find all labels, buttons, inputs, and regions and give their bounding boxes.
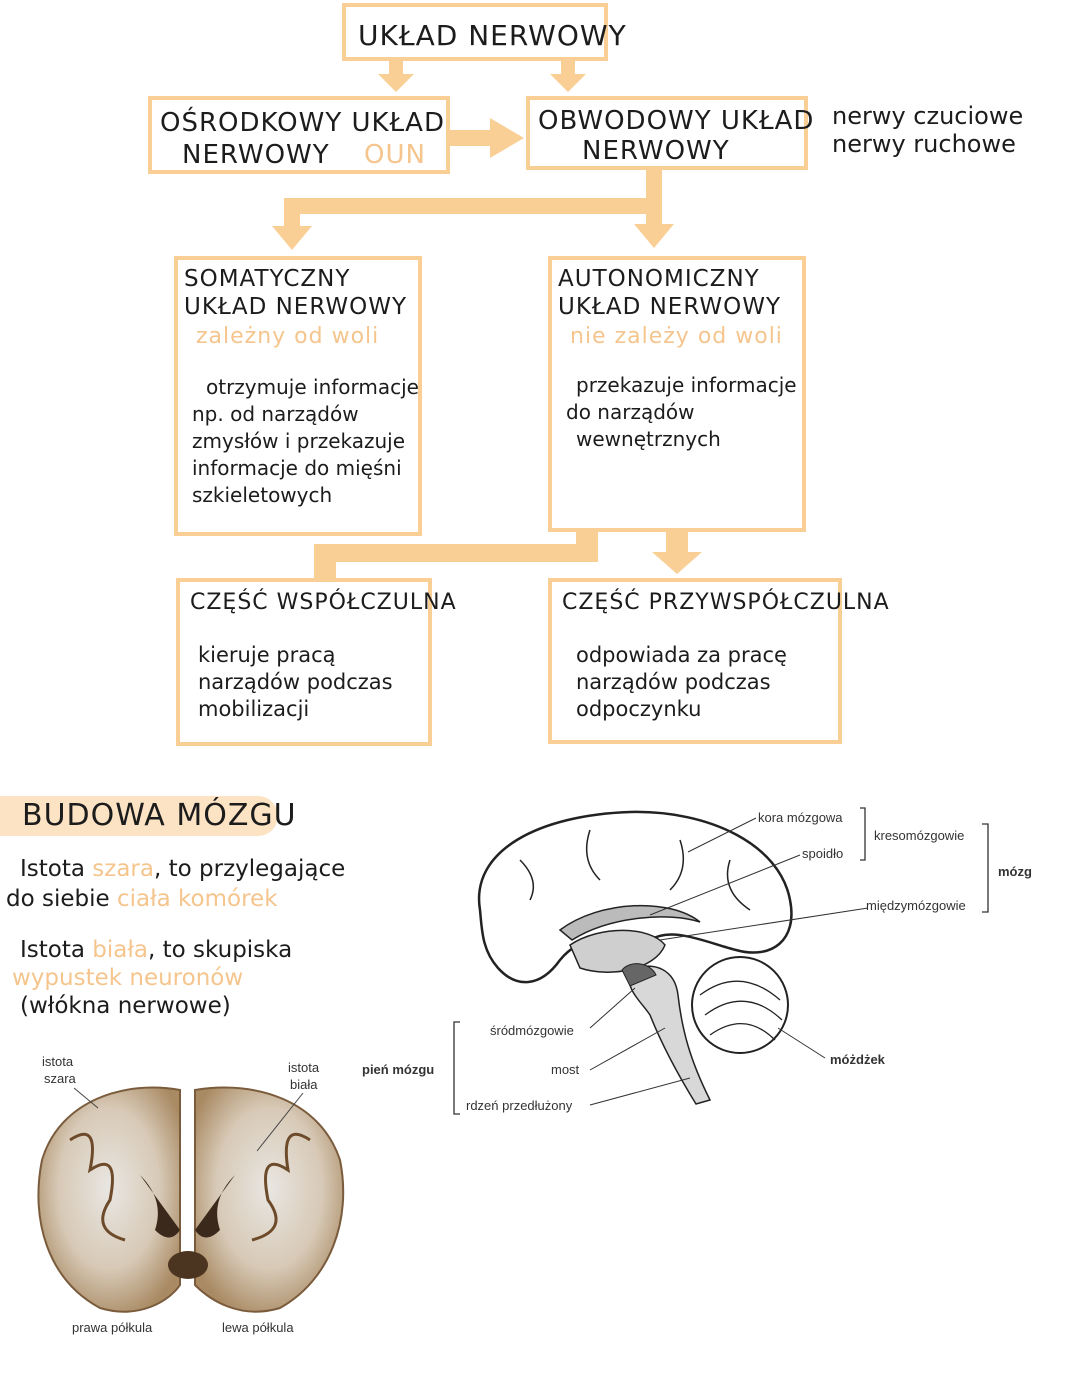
central-abbr: OUN bbox=[364, 140, 426, 170]
grey-matter-note: Istota szara, to przylegające do siebie … bbox=[6, 854, 346, 914]
photo-label-grey-2: szara bbox=[44, 1071, 76, 1086]
arrow-central-peripheral bbox=[450, 118, 524, 158]
central-nervous-box: OŚRODKOWY UKŁAD NERWOWY OUN bbox=[148, 96, 450, 174]
peripheral-nervous-box: OBWODOWY UKŁAD NERWOWY bbox=[526, 96, 813, 170]
photo-label-white-1: istota bbox=[288, 1060, 320, 1075]
white-word-a: Istota bbox=[20, 937, 85, 963]
somatic-body: otrzymuje informacje np. od narządów zmy… bbox=[192, 374, 422, 509]
heading-highlight bbox=[0, 796, 278, 836]
grey-word-d: do siebie bbox=[6, 886, 110, 912]
central-line1: OŚRODKOWY UKŁAD bbox=[160, 108, 445, 138]
somatic-body-line: szkieletowych bbox=[192, 483, 333, 507]
diagram-label-pons: most bbox=[551, 1062, 580, 1077]
somatic-body-line: otrzymuje informacje bbox=[206, 375, 419, 399]
peripheral-line1: OBWODOWY UKŁAD bbox=[538, 106, 815, 136]
autonomic-body: przekazuje informacje do narządów wewnęt… bbox=[566, 372, 806, 453]
sympathetic-title: CZĘŚĆ WSPÓŁCZULNA bbox=[190, 590, 457, 615]
white-matter-note: Istota biała, to skupiska wypustek neuro… bbox=[12, 936, 293, 1020]
grey-word-a: Istota bbox=[20, 856, 85, 882]
nerve-motor: nerwy ruchowe bbox=[832, 130, 1016, 158]
sympathetic-body: kieruje pracą narządów podczas mobilizac… bbox=[198, 642, 430, 723]
parasympathetic-body-line: odpoczynku bbox=[576, 697, 702, 721]
brain-coronal-photo bbox=[37, 1086, 345, 1313]
diagram-label-brain: mózg bbox=[998, 864, 1032, 879]
grey-word-c: , to przylegające bbox=[153, 856, 346, 882]
peripheral-line2: NERWOWY bbox=[582, 136, 730, 166]
autonomic-body-line: przekazuje informacje bbox=[576, 373, 797, 397]
white-word-b: biała bbox=[92, 937, 148, 963]
photo-leader-white bbox=[256, 1092, 304, 1152]
diagram-label-diencephalon: międzymózgowie bbox=[866, 898, 966, 913]
diagram-label-midbrain: śródmózgowie bbox=[490, 1023, 574, 1038]
photo-label-right: prawa półkula bbox=[72, 1320, 153, 1335]
autonomic-box: AUTONOMICZNY UKŁAD NERWOWY nie zależy od… bbox=[548, 256, 806, 532]
parasympathetic-box: CZĘŚĆ PRZYWSPÓŁCZULNA odpowiada za pracę… bbox=[548, 578, 889, 744]
somatic-body-line: informacje do mięśni bbox=[192, 456, 402, 480]
arrow-root-peripheral bbox=[550, 60, 586, 92]
arrow-autonomic-parts bbox=[314, 530, 702, 584]
diagram-label-medulla: rdzeń przedłużony bbox=[466, 1098, 573, 1113]
somatic-body-line: zmysłów i przekazuje bbox=[192, 429, 406, 453]
diagram-label-cerebellum: móżdżek bbox=[830, 1052, 885, 1067]
parasympathetic-body: odpowiada za pracę narządów podczas odpo… bbox=[576, 642, 840, 723]
autonomic-note: nie zależy od woli bbox=[570, 324, 783, 349]
parasympathetic-title: CZĘŚĆ PRZYWSPÓŁCZULNA bbox=[562, 590, 890, 615]
parasympathetic-body-line: odpowiada za pracę bbox=[576, 643, 787, 667]
photo-leader-grey bbox=[73, 1087, 99, 1109]
grey-word-e: ciała komórek bbox=[116, 886, 278, 912]
sympathetic-body-line: mobilizacji bbox=[198, 697, 310, 721]
grey-word-b: szara bbox=[92, 856, 154, 882]
brain-sagittal-diagram bbox=[453, 807, 989, 1115]
diagram-label-telencephalon: kresomózgowie bbox=[874, 828, 965, 843]
parasympathetic-body-line: narządów podczas bbox=[576, 670, 771, 694]
root-box: UKŁAD NERWOWY bbox=[342, 3, 626, 61]
white-word-e: (włókna nerwowe) bbox=[20, 993, 231, 1019]
autonomic-line2: UKŁAD NERWOWY bbox=[558, 294, 782, 320]
somatic-body-line: np. od narządów bbox=[192, 402, 359, 426]
central-line2: NERWOWY bbox=[182, 140, 330, 170]
arrow-branch-somatic-autonomic bbox=[272, 168, 674, 250]
diagram-label-brainstem: pień mózgu bbox=[362, 1062, 435, 1077]
somatic-box: SOMATYCZNY UKŁAD NERWOWY zależny od woli… bbox=[174, 256, 422, 536]
white-word-c: , to skupiska bbox=[148, 937, 293, 963]
somatic-note: zależny od woli bbox=[196, 324, 380, 349]
diagram-label-corpus-callosum: spoidło bbox=[802, 846, 844, 861]
autonomic-line1: AUTONOMICZNY bbox=[558, 266, 760, 292]
sympathetic-box: CZĘŚĆ WSPÓŁCZULNA kieruje pracą narządów… bbox=[176, 578, 456, 746]
root-title: UKŁAD NERWOWY bbox=[358, 19, 627, 52]
autonomic-body-line: wewnętrznych bbox=[576, 427, 721, 451]
autonomic-body-line: do narządów bbox=[566, 400, 695, 424]
brain-heading: BUDOWA MÓZGU bbox=[22, 798, 297, 833]
photo-label-white-2: biała bbox=[290, 1077, 318, 1092]
somatic-line1: SOMATYCZNY bbox=[184, 266, 351, 292]
sympathetic-body-line: narządów podczas bbox=[198, 670, 393, 694]
arrow-root-central bbox=[378, 60, 414, 92]
photo-label-left: lewa półkula bbox=[222, 1320, 294, 1335]
diagram-label-cortex: kora mózgowa bbox=[758, 810, 843, 825]
nerve-sensory: nerwy czuciowe bbox=[832, 102, 1024, 130]
photo-label-grey-1: istota bbox=[42, 1054, 74, 1069]
white-word-d: wypustek neuronów bbox=[12, 965, 244, 991]
somatic-line2: UKŁAD NERWOWY bbox=[184, 294, 408, 320]
sympathetic-body-line: kieruje pracą bbox=[198, 643, 336, 667]
